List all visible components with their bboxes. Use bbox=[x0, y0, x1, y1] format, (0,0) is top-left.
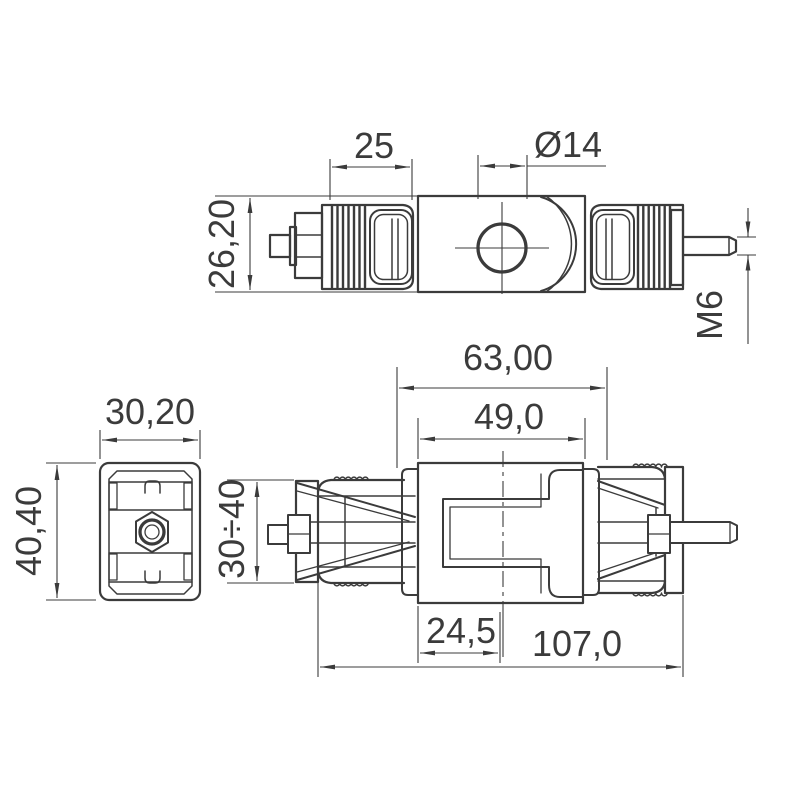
dim-front-width-label: 30,20 bbox=[105, 391, 195, 432]
side-view: 63,00 49,0 30÷40 24,5 107,0 bbox=[211, 337, 737, 677]
center-block-side bbox=[418, 463, 583, 603]
threaded-stud-side bbox=[670, 522, 737, 543]
dim-upper-length-label: 63,00 bbox=[463, 337, 553, 378]
front-view: 30,20 40,40 bbox=[8, 391, 200, 600]
dim-inner-length-label: 49,0 bbox=[474, 396, 544, 437]
threaded-stud-top bbox=[683, 237, 736, 255]
left-stud-side bbox=[268, 525, 288, 544]
dim-front-height-label: 40,40 bbox=[8, 486, 49, 576]
rib-section-left bbox=[332, 207, 365, 288]
dim-hole-diameter-label: Ø14 bbox=[534, 124, 602, 165]
dim-rib-length-label: 25 bbox=[354, 125, 394, 166]
rib-section-right bbox=[638, 207, 670, 288]
dim-plug-range-label: 30÷40 bbox=[211, 479, 252, 579]
front-view-body bbox=[100, 463, 200, 600]
dim-stud-thread-label: M6 bbox=[689, 290, 730, 340]
top-view: 25 Ø14 26,20 M6 bbox=[201, 124, 756, 344]
dim-offset-label: 24,5 bbox=[426, 610, 496, 651]
dim-gland-height-label: 26,20 bbox=[201, 199, 242, 289]
center-hex-nut bbox=[136, 512, 168, 552]
dim-overall-length-label: 107,0 bbox=[532, 623, 622, 664]
